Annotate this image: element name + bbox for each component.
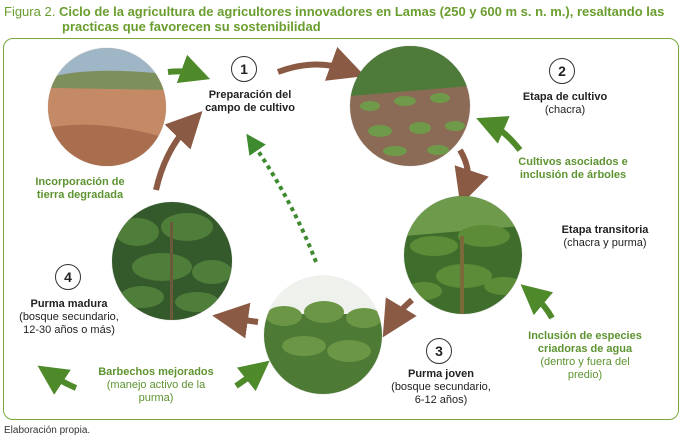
crop-field-photo xyxy=(350,46,470,166)
stage-3-subtitle2: 6-12 años) xyxy=(414,394,468,406)
stage-1-title: Preparación del xyxy=(208,89,292,101)
practice-water-line3: (dentro y fuera del xyxy=(540,356,630,368)
stage-number-4: 4 xyxy=(55,264,81,290)
dry-grassland-photo xyxy=(48,48,166,166)
stage-3-subtitle: (bosque secundario, xyxy=(391,381,491,393)
young-forest-photo xyxy=(264,276,382,394)
practice-water-line1: Inclusión de especies xyxy=(528,330,642,342)
practice-associated-line2: inclusión de árboles xyxy=(519,169,627,181)
arrow-transitional-to-3 xyxy=(382,297,417,338)
dotted-return-arrow xyxy=(246,133,318,263)
practice-degraded-line1: Incorporación de xyxy=(35,176,125,188)
practice-water-species: Inclusión de especies criadoras de agua … xyxy=(515,330,655,382)
practice-degraded-land: Incorporación de tierra degradada xyxy=(28,176,132,202)
diagram-frame xyxy=(3,38,679,420)
practice-degraded-line2: tierra degradada xyxy=(36,189,124,201)
stage-1-subtitle: campo de cultivo xyxy=(205,102,295,114)
arrow-practice-associated xyxy=(476,116,523,152)
practice-water-line2: criadoras de agua xyxy=(537,343,633,355)
stage-transitional-label: Etapa transitoria (chacra y purma) xyxy=(540,224,670,250)
practice-fallow-line2: (manejo activo de la xyxy=(106,379,206,391)
stage-2-subtitle: (chacra) xyxy=(544,104,586,116)
stage-transitional-title: Etapa transitoria xyxy=(561,224,649,236)
arrow-3-to-4 xyxy=(212,302,259,339)
arrow-practice-fallow-left xyxy=(37,365,78,395)
stage-2-label: Etapa de cultivo (chacra) xyxy=(500,91,630,117)
arrow-practice-water xyxy=(520,284,555,320)
arrow-4-to-1 xyxy=(153,111,203,191)
mature-forest-photo xyxy=(112,202,232,320)
figure-label: Figura 2. xyxy=(4,4,56,19)
arrow-practice-fallow-right xyxy=(234,360,270,392)
stage-4-subtitle2: 12-30 años o más) xyxy=(23,324,115,336)
practice-fallow-line1: Barbechos mejorados xyxy=(98,366,214,378)
arrow-2-to-transitional xyxy=(454,148,489,206)
stage-number-1: 1 xyxy=(231,56,257,82)
stage-1-label: Preparación del campo de cultivo xyxy=(190,89,310,115)
stage-3-title: Purma joven xyxy=(407,368,475,380)
stage-3-label: Purma joven (bosque secundario, 6-12 año… xyxy=(376,368,506,407)
practice-associated-line1: Cultivos asociados e xyxy=(518,156,628,168)
figure-title-line2: practicas que favorecen su sostenibilida… xyxy=(62,19,321,34)
stage-transitional-subtitle: (chacra y purma) xyxy=(563,237,647,249)
figure-title: Figura 2. Ciclo de la agricultura de agr… xyxy=(4,4,680,34)
practice-improved-fallow: Barbechos mejorados (manejo activo de la… xyxy=(86,366,226,405)
stage-2-title: Etapa de cultivo xyxy=(522,91,608,103)
arrow-practice-into-1 xyxy=(167,54,211,83)
stage-4-subtitle: (bosque secundario, xyxy=(19,311,119,323)
figure-title-line1: Ciclo de la agricultura de agricultores … xyxy=(58,4,665,19)
practice-fallow-line3: purma) xyxy=(138,392,174,404)
stage-number-3: 3 xyxy=(426,338,452,364)
practice-associated-crops: Cultivos asociados e inclusión de árbole… xyxy=(504,156,642,182)
source-credit: Elaboración propia. xyxy=(4,425,91,436)
stage-4-title: Purma madura xyxy=(30,298,108,310)
stage-number-2: 2 xyxy=(549,58,575,84)
arrow-1-to-2 xyxy=(276,46,365,81)
practice-water-line4: predio) xyxy=(567,369,603,381)
stage-4-label: Purma madura (bosque secundario, 12-30 a… xyxy=(4,298,134,337)
banana-plants-photo xyxy=(404,196,522,314)
